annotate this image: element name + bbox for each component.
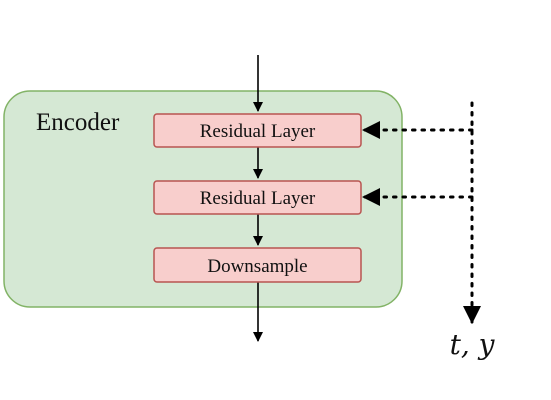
residual-layer-block-2 [153, 180, 362, 215]
residual-layer-label-2: Residual Layer [200, 188, 316, 209]
downsample-block [153, 247, 362, 283]
encoder-title: Encoder [36, 109, 120, 136]
residual-layer-block-1 [153, 113, 362, 148]
residual-layer-label-1: Residual Layer [200, 121, 316, 142]
condition-label: t, y [450, 328, 496, 361]
downsample-label: Downsample [207, 256, 307, 277]
